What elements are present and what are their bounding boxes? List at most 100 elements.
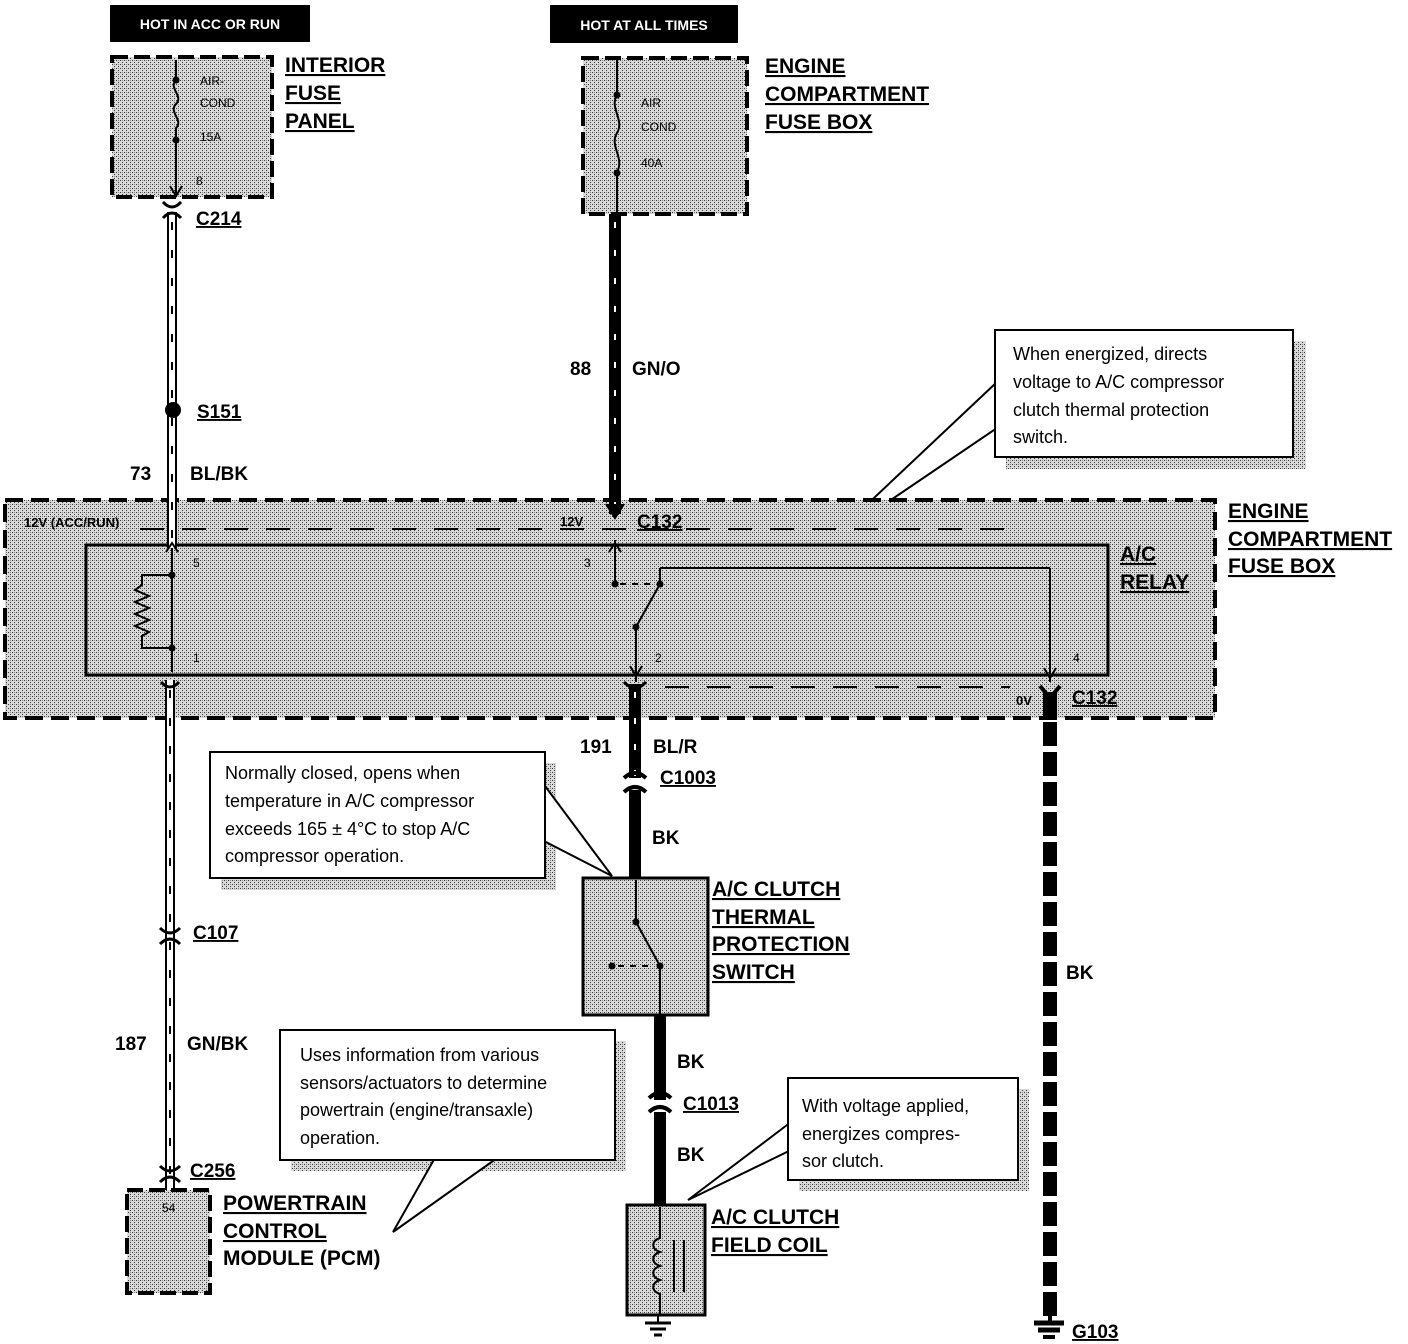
callout-pcm-line-2: sensors/actuators to determine <box>300 1073 547 1093</box>
callout-relay: When energized, directs voltage to A/C c… <box>822 329 1306 547</box>
callout-relay-line-2: voltage to A/C compressor <box>1013 372 1224 392</box>
switch-contact-icon <box>608 880 664 1015</box>
fuse-rating: 40A <box>641 156 662 170</box>
callout-relay-line-3: clutch thermal protection <box>1013 400 1209 420</box>
connector-c214-icon <box>161 200 183 220</box>
relay-pin-2: 2 <box>655 651 662 665</box>
voltage-output: 0V <box>1016 693 1032 708</box>
wire-187-gn-bk <box>165 548 175 1190</box>
relay-title-line-2: RELAY <box>1120 571 1189 594</box>
thermal-switch-title-line-2: THERMAL <box>712 906 815 929</box>
connector-c132-middle-icon <box>622 680 648 690</box>
callout-thermal-line-3: exceeds 165 ± 4°C to stop A/C <box>225 819 470 839</box>
pcm-title-line-2: CONTROL <box>223 1220 327 1243</box>
relay-coil-icon <box>132 574 172 649</box>
wire-bk-coil-upper-color: BK <box>677 1052 705 1073</box>
thermal-switch-title-line-4: SWITCH <box>712 961 795 984</box>
connector-c214-label: C214 <box>196 209 242 230</box>
callout-field-coil: With voltage applied, energizes compres-… <box>687 1077 1029 1201</box>
connector-c256-label: C256 <box>190 1161 235 1182</box>
connector-c1003-icon <box>622 771 648 794</box>
connector-c132-top: C132 <box>637 512 682 533</box>
fuse-15a-symbol <box>172 60 180 196</box>
callout-pcm-line-1: Uses information from various <box>300 1045 539 1065</box>
engine-fuse-box-title-line-3: FUSE BOX <box>1228 555 1335 578</box>
callout-coil-line-1: With voltage applied, <box>802 1096 969 1116</box>
callout-thermal-switch: Normally closed, opens when temperature … <box>209 751 613 890</box>
field-coil-icon <box>652 1207 664 1315</box>
relay-switch-icon <box>608 540 1057 682</box>
fuse-name-line-1: AIR- <box>200 74 224 88</box>
callout-pcm: Uses information from various sensors/ac… <box>279 1029 626 1233</box>
callout-pcm-line-4: operation. <box>300 1128 380 1148</box>
fuse-name-line-2: COND <box>200 96 236 110</box>
wire-187-color: GN/BK <box>187 1034 249 1055</box>
wire-191-color: BL/R <box>653 737 698 758</box>
interior-fuse-panel-title-line-2: FUSE <box>285 82 341 105</box>
voltage-battery: 12V <box>560 514 583 529</box>
wire-88-circuit: 88 <box>570 359 591 380</box>
engine-fuse-box-top-title-line-1: ENGINE <box>765 55 846 78</box>
connector-c107-label: C107 <box>193 923 238 944</box>
thermal-protection-switch <box>581 876 710 1017</box>
callout-thermal-line-1: Normally closed, opens when <box>225 763 460 783</box>
connector-c132-left-icon <box>159 680 181 689</box>
interior-fuse-panel-title-line-1: INTERIOR <box>285 54 385 77</box>
connector-c1013-icon <box>647 1091 673 1114</box>
interior-fuse-panel: AIR- COND 15A 8 <box>110 55 274 199</box>
connector-c132-bottom: C132 <box>1072 688 1117 709</box>
engine-fuse-box: 12V (ACC/RUN) 12V C132 0V C132 <box>3 498 1217 720</box>
ac-relay: 5 1 3 2 4 <box>84 540 1110 682</box>
callout-relay-line-4: switch. <box>1013 427 1068 447</box>
fuse-name-line-1: AIR <box>641 96 661 110</box>
callout-thermal-line-4: compressor operation. <box>225 846 404 866</box>
pcm-title-line-1: POWERTRAIN <box>223 1192 367 1215</box>
engine-fuse-box-top-title-line-2: COMPARTMENT <box>765 83 929 106</box>
supply-header-acc-run: HOT IN ACC OR RUN <box>110 5 310 42</box>
relay-pin-5: 5 <box>193 556 200 570</box>
engine-fuse-box-top-title-line-3: FUSE BOX <box>765 111 872 134</box>
fuse-40a-symbol <box>613 60 621 214</box>
fuse-number: 8 <box>196 174 203 188</box>
wire-bk-coil-lower-color: BK <box>677 1145 705 1166</box>
splice-s151-icon <box>165 402 181 418</box>
splice-s151-label: S151 <box>197 402 242 423</box>
wire-88-gn-o <box>605 214 625 520</box>
relay-pin-1: 1 <box>193 651 200 665</box>
engine-fuse-box-title-line-2: COMPARTMENT <box>1228 528 1392 551</box>
connector-c256-icon <box>158 1164 182 1184</box>
voltage-acc-run: 12V (ACC/RUN) <box>24 515 119 530</box>
callout-pcm-line-3: powertrain (engine/transaxle) <box>300 1100 533 1120</box>
relay-pin-4: 4 <box>1073 651 1080 665</box>
ground-g103-icon <box>1034 1316 1064 1339</box>
pcm-title-line-3: MODULE (PCM) <box>223 1247 380 1270</box>
supply-header-all-times-text: HOT AT ALL TIMES <box>580 17 708 33</box>
thermal-switch-title-line-3: PROTECTION <box>712 933 850 956</box>
connector-c107-icon <box>158 926 182 946</box>
field-coil-title-line-1: A/C CLUTCH <box>711 1206 839 1229</box>
wire-bk-thermal-color: BK <box>652 828 680 849</box>
pcm-pin: 54 <box>162 1201 176 1215</box>
wire-73-color: BL/BK <box>190 464 248 485</box>
ac-clutch-field-coil <box>625 1203 707 1317</box>
field-coil-title-line-2: FIELD COIL <box>711 1234 828 1257</box>
wire-bk-ground-color: BK <box>1066 963 1094 984</box>
ground-g103-label: G103 <box>1072 1322 1118 1343</box>
callout-coil-line-3: sor clutch. <box>802 1151 884 1171</box>
wire-187-circuit: 187 <box>115 1034 147 1055</box>
wire-191-circuit: 191 <box>580 737 612 758</box>
relay-title-line-1: A/C <box>1120 543 1156 566</box>
callout-thermal-line-2: temperature in A/C compressor <box>225 791 474 811</box>
relay-pin-3: 3 <box>584 556 591 570</box>
thermal-switch-title-line-1: A/C CLUTCH <box>712 878 840 901</box>
wire-73-circuit: 73 <box>130 464 151 485</box>
callout-relay-line-1: When energized, directs <box>1013 344 1207 364</box>
fuse-rating: 15A <box>200 130 221 144</box>
connector-c1003-label: C1003 <box>660 768 716 789</box>
engine-fuse-box-title-line-1: ENGINE <box>1228 500 1309 523</box>
supply-header-all-times: HOT AT ALL TIMES <box>550 5 738 43</box>
connector-c1013-label: C1013 <box>683 1094 739 1115</box>
pcm-module: 54 <box>125 1188 212 1295</box>
